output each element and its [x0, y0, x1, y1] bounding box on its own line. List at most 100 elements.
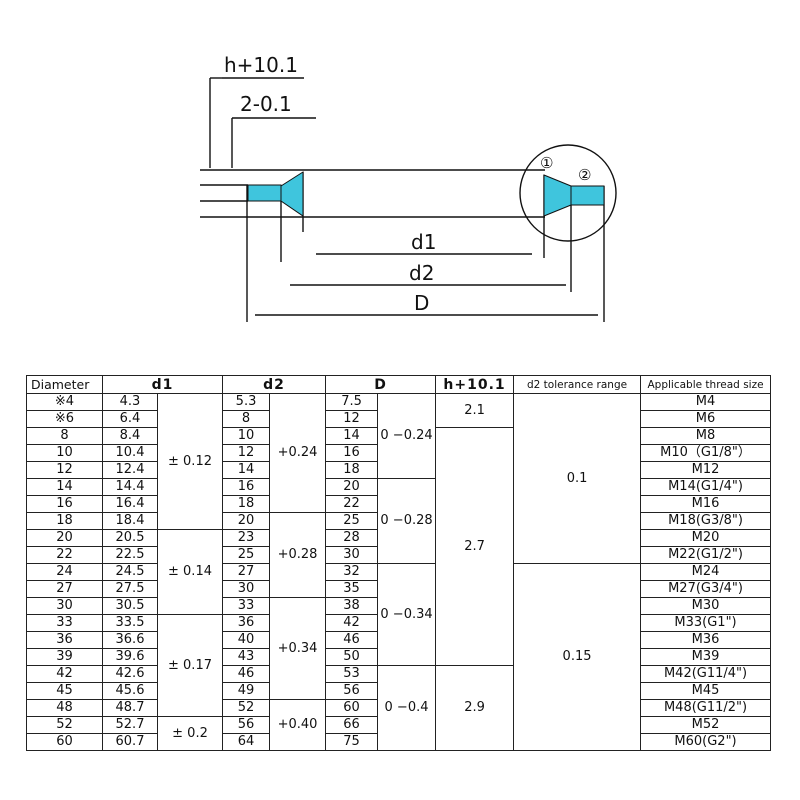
cell-diameter: 36: [26, 631, 103, 649]
cell-diameter: 24: [26, 563, 103, 581]
cell-D-tolerance: 0 −0.4: [377, 665, 437, 751]
cell-diameter: 33: [26, 614, 103, 632]
cell-thread: M6: [640, 410, 772, 428]
cell-thread: M36: [640, 631, 772, 649]
cell-thread: M22(G1/2"): [640, 546, 772, 564]
cell-diameter: 16: [26, 495, 103, 513]
oring-spec-table: Diameter d1 d2 D h+10.1 d2 tolerance ran…: [26, 375, 772, 751]
cell-d1: 18.4: [102, 512, 158, 530]
header-d1: d1: [101, 375, 224, 394]
cell-diameter: 18: [26, 512, 103, 530]
cell-h: 2.1: [435, 393, 515, 428]
cell-D: 66: [325, 716, 379, 734]
cell-D: 30: [325, 546, 379, 564]
cell-thread: M10（G1/8"）: [640, 444, 772, 462]
left-ring-section: [247, 184, 282, 202]
marker-2: ②: [578, 166, 591, 184]
cell-D: 25: [325, 512, 379, 530]
cell-diameter: 20: [26, 529, 103, 547]
cell-D: 22: [325, 495, 379, 513]
cell-D-tolerance: 0 −0.24: [377, 393, 437, 479]
cell-D: 56: [325, 682, 379, 700]
cell-thread: M39: [640, 648, 772, 666]
cell-d1: 24.5: [102, 563, 158, 581]
cell-D: 50: [325, 648, 379, 666]
cell-d2: 12: [222, 444, 271, 462]
cell-diameter: 60: [26, 733, 103, 751]
header-h: h+10.1: [435, 375, 515, 394]
cell-d2: 30: [222, 580, 271, 598]
oring-dimension-drawing: h+10.1 2-0.1 d1 d2 D ① ②: [200, 53, 617, 322]
cell-d2: 20: [222, 512, 271, 530]
cell-diameter: ※6: [26, 410, 103, 428]
cell-thread: M48(G11/2"): [640, 699, 772, 717]
cell-h: 2.9: [435, 665, 515, 751]
cell-d1: 16.4: [102, 495, 158, 513]
cell-d1: 30.5: [102, 597, 158, 615]
cell-D: 75: [325, 733, 379, 751]
cell-d1: 6.4: [102, 410, 158, 428]
cell-D: 28: [325, 529, 379, 547]
cell-D-tolerance: 0 −0.28: [377, 478, 437, 564]
cell-d1-tolerance: ± 0.2: [156, 716, 224, 751]
cell-diameter: 27: [26, 580, 103, 598]
D-label: D: [414, 291, 429, 315]
cell-d2: 25: [222, 546, 271, 564]
header-d2: d2: [222, 375, 327, 394]
cell-d2: 33: [222, 597, 271, 615]
cell-d2-tolerance: +0.24: [269, 393, 327, 513]
cell-d1: 8.4: [102, 427, 158, 445]
cell-d1: 14.4: [102, 478, 158, 496]
cell-d2: 46: [222, 665, 271, 683]
cell-thread: M42(G11/4"): [640, 665, 772, 683]
cell-thread: M45: [640, 682, 772, 700]
cell-d1: 12.4: [102, 461, 158, 479]
cell-D: 46: [325, 631, 379, 649]
cell-thread: M4: [640, 393, 772, 411]
cell-d1: 36.6: [102, 631, 158, 649]
cell-d2: 14: [222, 461, 271, 479]
cell-d1-tolerance: ± 0.14: [156, 529, 224, 615]
header-D: D: [325, 375, 437, 394]
cell-d2: 8: [222, 410, 271, 428]
cell-thread: M16: [640, 495, 772, 513]
cell-d1-tolerance: ± 0.12: [156, 393, 224, 530]
cell-diameter: 52: [26, 716, 103, 734]
h-dim-label: h+10.1: [224, 53, 298, 77]
cell-D: 20: [325, 478, 379, 496]
cell-thread: M20: [640, 529, 772, 547]
cell-d2: 23: [222, 529, 271, 547]
cell-d2: 40: [222, 631, 271, 649]
cell-D: 53: [325, 665, 379, 683]
cell-diameter: 45: [26, 682, 103, 700]
d1-label: d1: [411, 230, 436, 254]
cell-D: 14: [325, 427, 379, 445]
left-ring-cone: [280, 171, 304, 217]
cell-thread: M18(G3/8"): [640, 512, 772, 530]
cell-d1: 33.5: [102, 614, 158, 632]
cell-thread: M12: [640, 461, 772, 479]
cell-d2: 52: [222, 699, 271, 717]
cell-d1: 42.6: [102, 665, 158, 683]
marker-1: ①: [540, 154, 553, 172]
cell-d2: 5.3: [222, 393, 271, 411]
cell-D: 32: [325, 563, 379, 581]
cell-diameter: 30: [26, 597, 103, 615]
cell-d2: 36: [222, 614, 271, 632]
cell-diameter: 12: [26, 461, 103, 479]
cell-diameter: 42: [26, 665, 103, 683]
d2-label: d2: [409, 261, 434, 285]
cell-d2: 64: [222, 733, 271, 751]
cell-d2: 18: [222, 495, 271, 513]
cell-D: 12: [325, 410, 379, 428]
